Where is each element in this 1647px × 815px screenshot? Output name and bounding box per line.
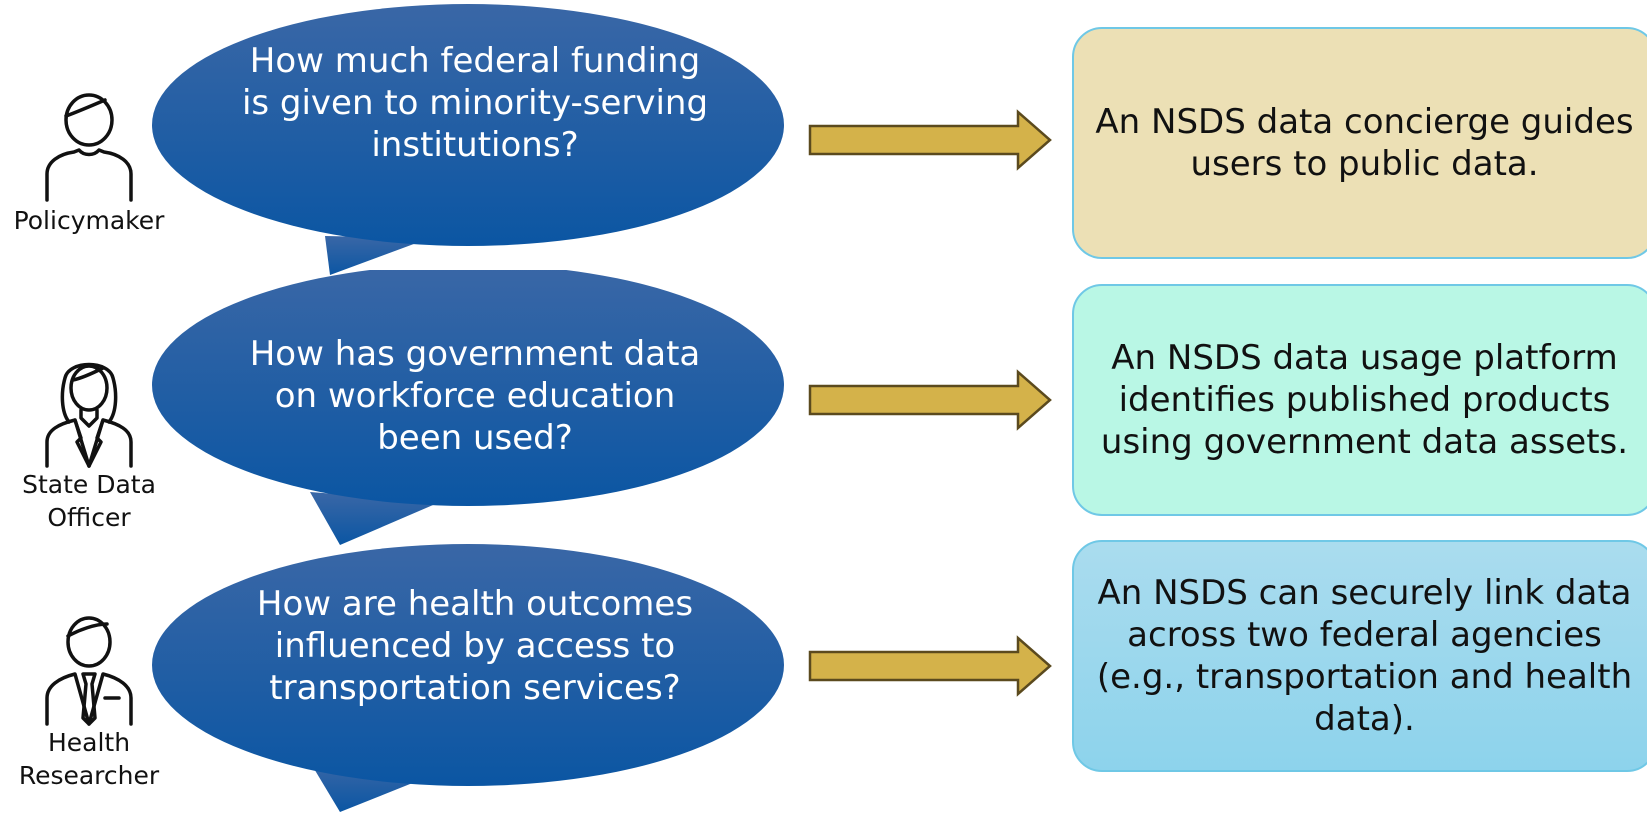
row-policymaker: Policymaker How much federal funding is … [0, 0, 1647, 275]
answer-text: An NSDS data concierge guides users to p… [1095, 102, 1634, 184]
question-bubble [152, 544, 784, 812]
right-arrow-icon [808, 635, 1052, 697]
persona-policymaker: Policymaker [0, 92, 178, 237]
right-arrow-icon [808, 109, 1052, 171]
right-arrow-icon [808, 369, 1052, 431]
question-bubble [152, 270, 784, 545]
question-text: How are health outcomes influenced by ac… [256, 584, 694, 708]
persona-state-data-officer: State Data Officer [0, 352, 178, 534]
persona-label: Policymaker [13, 206, 165, 235]
answer-box: An NSDS can securely link data across tw… [1072, 540, 1647, 772]
row-state-data-officer: State Data Officer How has government da… [0, 270, 1647, 545]
woman-professional-icon [45, 362, 133, 468]
persona-label: Health Researcher [18, 728, 160, 790]
persona-health-researcher: Health Researcher [0, 614, 178, 792]
answer-text: An NSDS can securely link data across tw… [1096, 573, 1633, 739]
answer-box: An NSDS data concierge guides users to p… [1072, 27, 1647, 259]
question-text: How has government data on workforce edu… [249, 334, 701, 458]
persona-label: State Data Officer [22, 470, 156, 532]
person-icon [45, 93, 133, 202]
question-bubble [152, 4, 784, 275]
row-health-researcher: Health Researcher How are health outcome… [0, 540, 1647, 812]
answer-text: An NSDS data usage platform identifies p… [1100, 338, 1629, 462]
question-text: How much federal funding is given to min… [241, 41, 709, 165]
answer-box: An NSDS data usage platform identifies p… [1072, 284, 1647, 516]
man-with-tie-icon [45, 616, 133, 726]
